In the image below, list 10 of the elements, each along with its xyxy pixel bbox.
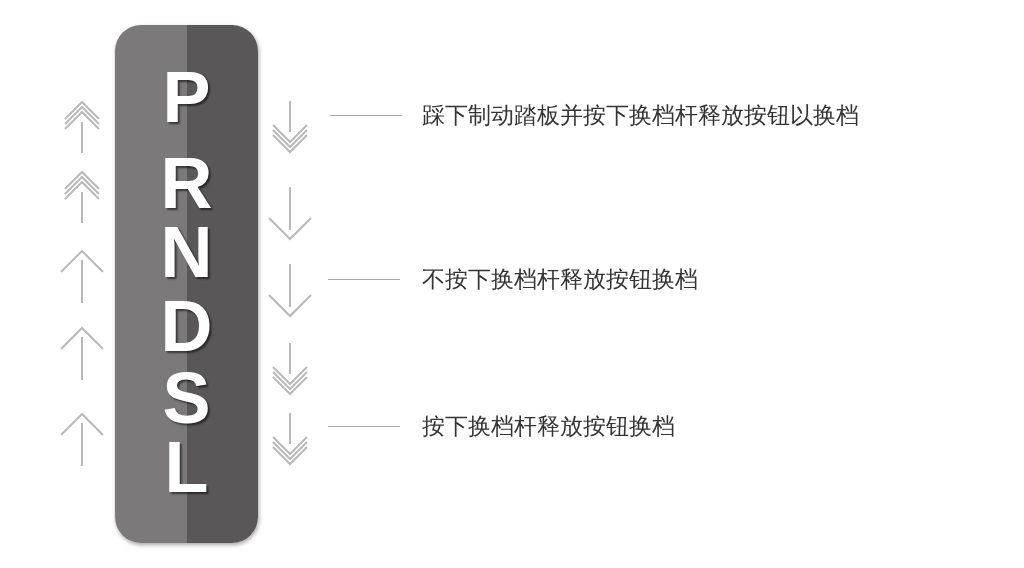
instruction-text: 按下换档杆释放按钮换档 bbox=[422, 413, 675, 441]
gear-letter: P bbox=[161, 61, 212, 133]
instruction-text: 不按下换档杆释放按钮换档 bbox=[422, 266, 698, 294]
gear-letter: R bbox=[159, 147, 214, 219]
gear-selector-bar bbox=[115, 25, 258, 543]
gear-letter: S bbox=[161, 362, 212, 434]
instruction-text: 踩下制动踏板并按下换档杆释放按钮以换档 bbox=[422, 102, 859, 130]
gear-letter: D bbox=[159, 290, 214, 362]
gear-letter: N bbox=[159, 216, 214, 288]
gear-letter: L bbox=[163, 431, 210, 503]
